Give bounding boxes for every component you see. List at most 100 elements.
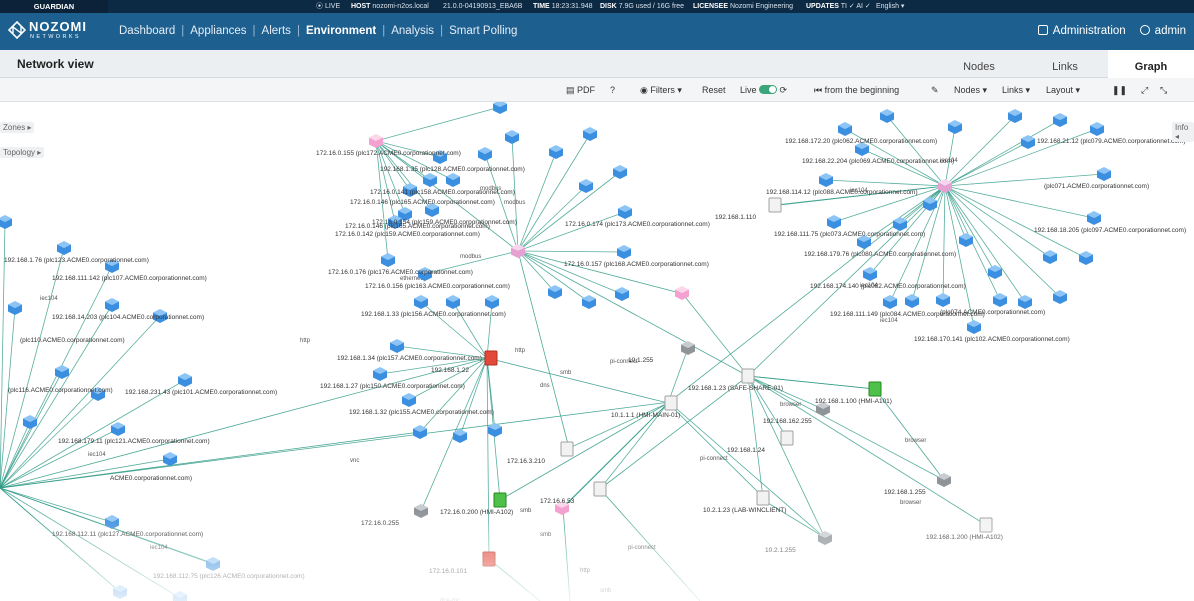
plc-node-icon[interactable] [23, 415, 37, 429]
plc-node-icon[interactable] [453, 429, 467, 443]
plc-node-icon[interactable] [613, 165, 627, 179]
plc-node-icon[interactable] [675, 286, 689, 300]
plc-node-icon[interactable] [863, 267, 877, 281]
plc-node-icon[interactable] [8, 301, 22, 315]
plc-node-icon[interactable] [880, 109, 894, 123]
plc-node-icon[interactable] [618, 205, 632, 219]
plc-node-icon[interactable] [938, 179, 952, 193]
plc-node-icon[interactable] [816, 402, 830, 416]
plc-node-icon[interactable] [478, 147, 492, 161]
plc-node-icon[interactable] [936, 293, 950, 307]
tab-graph[interactable]: Graph [1108, 50, 1194, 78]
reset-button[interactable]: Reset [702, 85, 726, 95]
plc-node-icon[interactable] [818, 531, 832, 545]
nav-smart-polling[interactable]: Smart Polling [449, 25, 518, 37]
pdf-button[interactable]: ▤ PDF [566, 85, 596, 95]
plc-node-icon[interactable] [967, 320, 981, 334]
nodes-menu[interactable]: Nodes ▾ [954, 85, 988, 95]
nozomi-logo[interactable]: NOZOMI NETWORKS [8, 19, 92, 44]
plc-node-icon[interactable] [579, 179, 593, 193]
device-node-icon[interactable] [560, 441, 574, 457]
plc-node-icon[interactable] [173, 591, 187, 601]
plc-node-icon[interactable] [413, 425, 427, 439]
plc-node-icon[interactable] [57, 241, 71, 255]
plc-node-icon[interactable] [446, 173, 460, 187]
plc-node-icon[interactable] [583, 127, 597, 141]
plc-node-icon[interactable] [548, 285, 562, 299]
plc-node-icon[interactable] [937, 473, 951, 487]
plc-node-icon[interactable] [617, 245, 631, 259]
plc-node-icon[interactable] [1053, 290, 1067, 304]
info-toggle[interactable]: Info ◂ [1172, 122, 1194, 142]
refresh-icon[interactable]: ⟳ [779, 85, 788, 95]
expand-icon[interactable]: ⤢ [1141, 85, 1149, 95]
plc-node-icon[interactable] [105, 259, 119, 273]
plc-node-icon[interactable] [905, 294, 919, 308]
nav-environment[interactable]: Environment [305, 25, 377, 37]
plc-node-icon[interactable] [91, 387, 105, 401]
device-node-icon[interactable] [756, 490, 770, 506]
plc-node-icon[interactable] [1079, 251, 1093, 265]
plc-node-icon[interactable] [893, 217, 907, 231]
device-node-icon[interactable] [593, 481, 607, 497]
plc-node-icon[interactable] [819, 173, 833, 187]
device-node-icon[interactable] [979, 517, 993, 533]
plc-node-icon[interactable] [390, 339, 404, 353]
plc-node-icon[interactable] [1087, 211, 1101, 225]
plc-node-icon[interactable] [485, 295, 499, 309]
plc-node-icon[interactable] [988, 265, 1002, 279]
graph-svg[interactable]: modbusmodbusethernetipmodbusiec104httpsm… [0, 102, 1194, 601]
plc-node-icon[interactable] [1018, 295, 1032, 309]
plc-node-icon[interactable] [105, 298, 119, 312]
plc-node-icon[interactable] [1097, 167, 1111, 181]
plc-node-icon[interactable] [178, 373, 192, 387]
plc-alert-node-icon[interactable] [482, 551, 496, 567]
plc-node-icon[interactable] [388, 215, 402, 229]
plc-node-icon[interactable] [923, 197, 937, 211]
plc-node-icon[interactable] [838, 122, 852, 136]
plc-node-icon[interactable] [857, 235, 871, 249]
plc-node-icon[interactable] [855, 142, 869, 156]
plc-node-icon[interactable] [827, 215, 841, 229]
tab-links[interactable]: Links [1052, 61, 1078, 73]
administration-link[interactable]: Administration [1037, 13, 1126, 50]
plc-node-icon[interactable] [369, 134, 383, 148]
plc-node-icon[interactable] [373, 367, 387, 381]
device-node-icon[interactable] [780, 430, 794, 446]
live-switch[interactable] [759, 85, 778, 94]
plc-node-icon[interactable] [883, 295, 897, 309]
nav-alerts[interactable]: Alerts [261, 25, 291, 37]
plc-node-icon[interactable] [206, 557, 220, 571]
nav-analysis[interactable]: Analysis [391, 25, 435, 37]
plc-node-icon[interactable] [105, 515, 119, 529]
plc-node-icon[interactable] [111, 422, 125, 436]
plc-alert-node-icon[interactable] [484, 350, 498, 366]
plc-node-icon[interactable] [549, 145, 563, 159]
pen-icon[interactable]: ✎ [931, 85, 939, 95]
tab-nodes[interactable]: Nodes [963, 61, 995, 73]
topology-toggle[interactable]: Topology ▸ [0, 147, 45, 158]
zones-toggle[interactable]: Zones ▸ [0, 122, 35, 133]
from-beginning-button[interactable]: ⏮ from the beginning [814, 85, 900, 95]
plc-node-icon[interactable] [163, 452, 177, 466]
plc-node-icon[interactable] [1021, 135, 1035, 149]
plc-node-icon[interactable] [433, 150, 447, 164]
filters-button[interactable]: ◉ Filters ▾ [640, 85, 682, 95]
plc-node-icon[interactable] [1053, 113, 1067, 127]
plc-node-icon[interactable] [488, 423, 502, 437]
nav-dashboard[interactable]: Dashboard [119, 25, 176, 37]
plc-node-icon[interactable] [1090, 122, 1104, 136]
hmi-node-icon[interactable] [868, 381, 882, 397]
user-menu[interactable]: admin [1139, 13, 1186, 50]
device-node-icon[interactable] [664, 395, 678, 411]
collapse-icon[interactable]: ⤡ [1160, 85, 1168, 95]
plc-node-icon[interactable] [398, 207, 412, 221]
plc-node-icon[interactable] [403, 183, 417, 197]
layout-menu[interactable]: Layout ▾ [1046, 85, 1081, 95]
plc-node-icon[interactable] [381, 253, 395, 267]
plc-node-icon[interactable] [402, 393, 416, 407]
plc-node-icon[interactable] [1008, 109, 1022, 123]
plc-node-icon[interactable] [423, 173, 437, 187]
language-select[interactable]: English ▾ [876, 3, 905, 10]
